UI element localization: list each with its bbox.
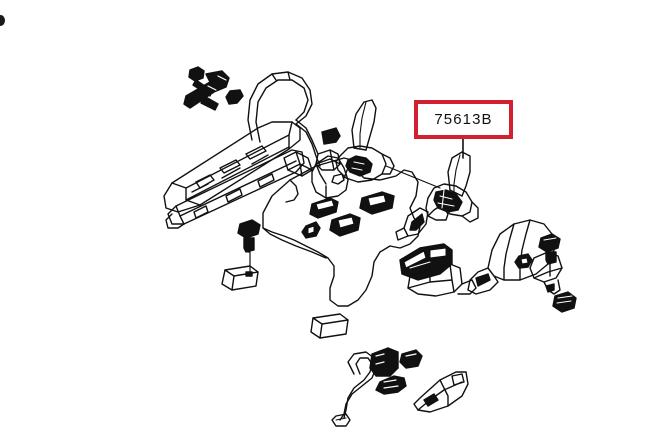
recline-lift-lever-left: [335, 99, 395, 183]
rubber-pad-spacer-2: [310, 313, 349, 339]
wiring-harness: [331, 351, 377, 427]
adjuster-knob-bushing: [529, 251, 563, 295]
slide-rail-pin: [225, 89, 244, 105]
side-shield-bolt-2: [552, 291, 577, 313]
retaining-clip-4: [301, 221, 321, 239]
mounting-bolt: [237, 219, 261, 277]
recline-lift-lever-right: [425, 151, 479, 223]
harness-connector-3: [375, 375, 407, 395]
retaining-clip-3: [359, 191, 395, 215]
side-shield-bolt-1: [538, 233, 561, 265]
retaining-clip-1: [309, 197, 339, 219]
part-number-label: 75613B: [434, 111, 493, 128]
cushion-frame-bracket: [311, 155, 349, 199]
power-seat-switch: [413, 371, 469, 413]
rubber-pad-spacer-1: [221, 265, 259, 291]
seat-height-adjuster-gear-plate: [399, 243, 477, 297]
part-number-callout: 75613B: [414, 100, 513, 139]
harness-connector-1: [369, 347, 399, 377]
lever-return-spring-cover: [395, 207, 429, 241]
harness-connector-2: [399, 349, 423, 369]
seat-slide-rail-assembly: [163, 121, 313, 229]
washer: [514, 253, 533, 269]
slide-rail-pin-2: [200, 95, 219, 111]
seat-adjuster-handle-bar: [247, 71, 341, 171]
page-edge-mark: [0, 15, 5, 26]
leader-line-left-lever: [385, 165, 441, 189]
side-shield-cover: [467, 219, 555, 295]
retaining-clip-2: [329, 213, 361, 237]
